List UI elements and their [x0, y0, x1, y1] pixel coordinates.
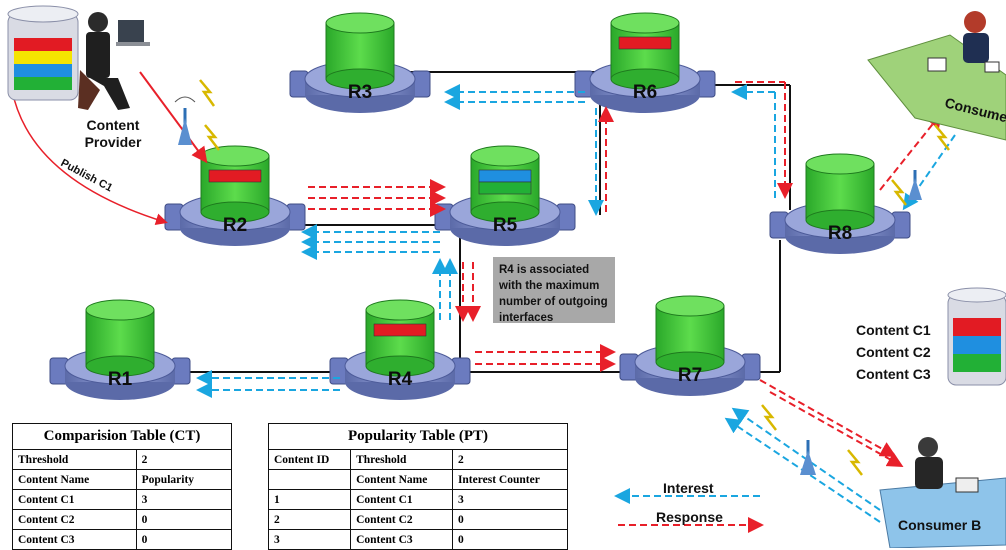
table-cell: Content C2 — [350, 509, 453, 530]
consumer-b-tower-icon — [761, 404, 863, 476]
provider-person-icon — [78, 12, 150, 110]
router-r8: R8 — [769, 153, 911, 254]
provider-label-line1: Content — [87, 117, 140, 133]
content-list-item: Content C1 — [856, 322, 931, 338]
provider-tower-icon — [174, 79, 220, 151]
router-r4: R4 — [329, 299, 471, 400]
router-r2: R2 — [164, 145, 306, 246]
table-cell: Popularity — [135, 469, 233, 490]
router-label: R4 — [388, 369, 413, 390]
provider-label-line2: Provider — [85, 134, 142, 150]
consumer-b-desk — [879, 437, 1006, 548]
table-cell: Threshold — [350, 449, 453, 470]
legend-interest-label: Interest — [663, 480, 714, 496]
content-storage — [947, 287, 1006, 386]
table-cell: Content C3 — [12, 529, 137, 550]
router-label: R8 — [828, 223, 852, 244]
publish-curve — [11, 89, 168, 226]
table-cell: Interest Counter — [451, 469, 569, 490]
legend — [614, 488, 764, 533]
table-cell: Content ID — [267, 449, 352, 470]
table-cell: Content C3 — [350, 529, 453, 550]
table-cell: Threshold — [12, 449, 137, 470]
router-label: R7 — [678, 365, 702, 386]
router-r5: R5 — [434, 145, 576, 246]
router-r6: R6 — [574, 12, 716, 113]
pt-title: Popularity Table (PT) — [268, 423, 568, 450]
table-cell: Content C1 — [12, 489, 137, 510]
table-cell: 0 — [451, 529, 569, 550]
table-cell: 0 — [451, 509, 569, 530]
publish-label: Publish C1 — [59, 157, 115, 194]
provider-storage — [7, 5, 79, 101]
table-cell: 0 — [135, 529, 233, 550]
table-cell: Content C2 — [12, 509, 137, 530]
router-r1: R1 — [49, 299, 191, 400]
router-label: R1 — [108, 369, 133, 390]
router-label: R6 — [633, 82, 657, 103]
table-cell: 3 — [451, 489, 569, 510]
table-cell: Content C1 — [350, 489, 453, 510]
table-cell: 2 — [135, 449, 233, 470]
ct-title: Comparision Table (CT) — [12, 423, 232, 450]
router-r7: R7 — [619, 295, 761, 396]
table-cell: 3 — [267, 529, 352, 550]
table-cell: 2 — [267, 509, 352, 530]
content-list-item: Content C3 — [856, 366, 931, 382]
table-cell — [267, 469, 352, 490]
table-cell: Content Name — [12, 469, 137, 490]
content-list-item: Content C2 — [856, 344, 931, 360]
consumer-a-tower-icon — [891, 124, 950, 206]
table-cell: 1 — [267, 489, 352, 510]
table-cell: 0 — [135, 509, 233, 530]
table-cell: 3 — [135, 489, 233, 510]
router-label: R5 — [493, 215, 518, 236]
table-cell: 2 — [451, 449, 569, 470]
table-cell: Content Name — [350, 469, 453, 490]
consumer-b-label: Consumer B — [898, 517, 981, 533]
router-r3: R3 — [289, 12, 431, 113]
response-arrows — [139, 71, 943, 467]
r4-note: R4 is associated with the maximum number… — [493, 257, 615, 324]
router-label: R3 — [348, 82, 372, 103]
consumer-a-desk — [867, 11, 1006, 141]
router-label: R2 — [223, 215, 247, 236]
legend-response-label: Response — [656, 509, 723, 525]
